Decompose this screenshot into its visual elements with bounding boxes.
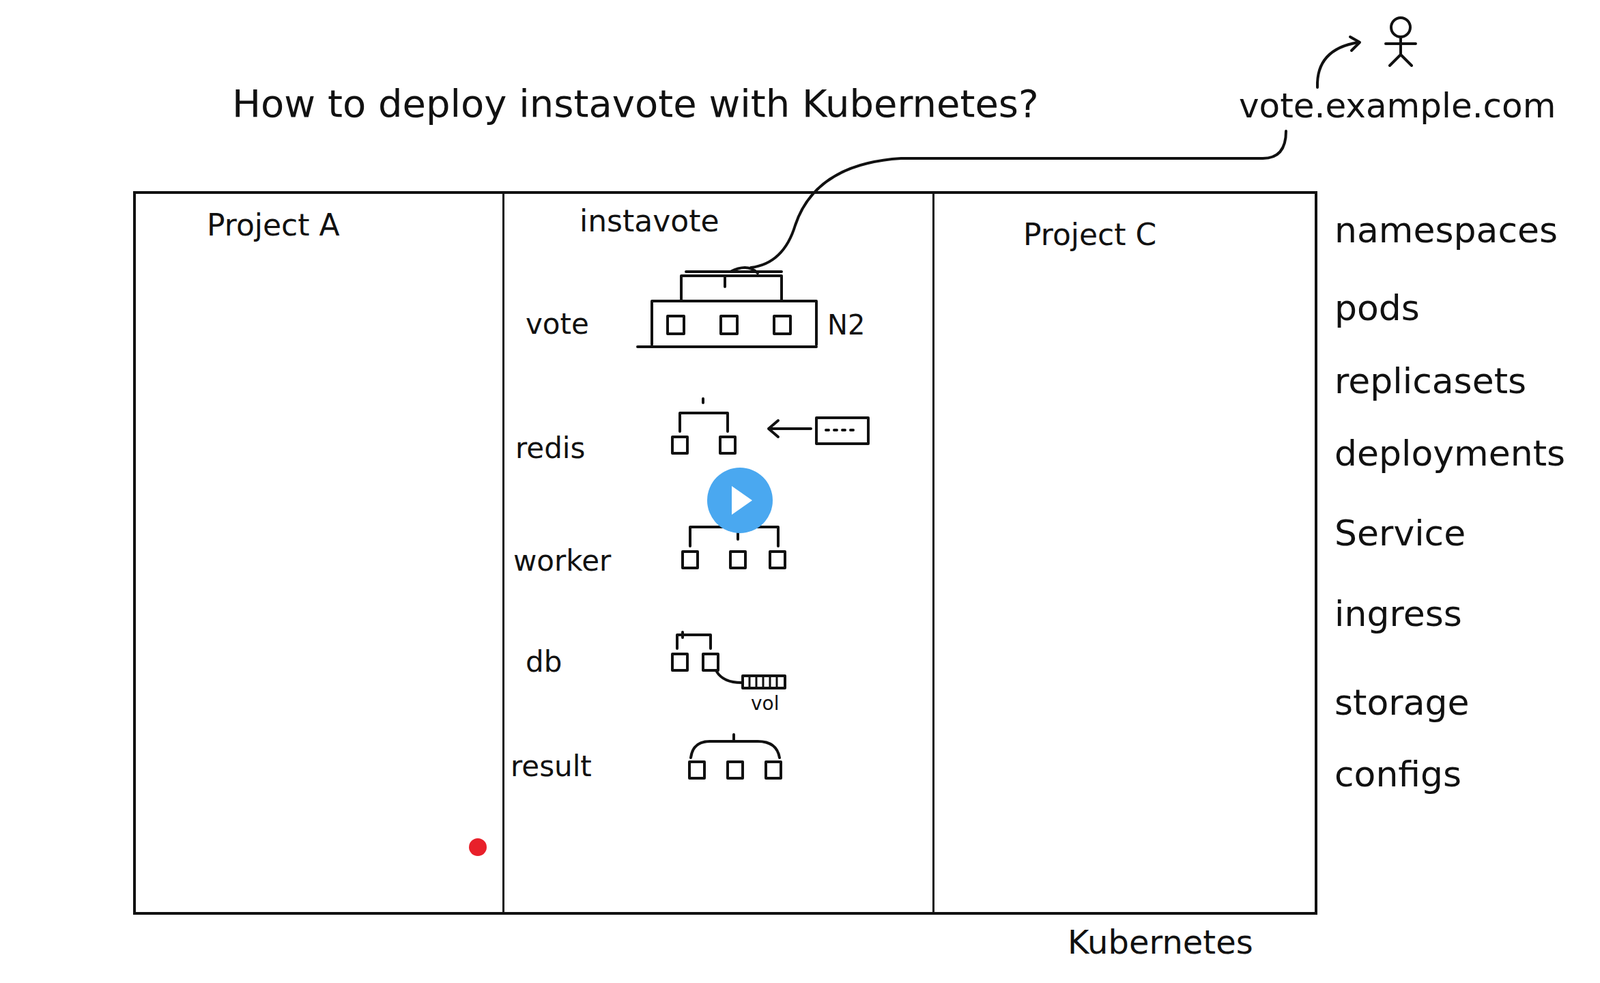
- service-bracket: [679, 398, 728, 432]
- pod-symbol: [720, 436, 736, 454]
- component-label: vote: [525, 307, 590, 342]
- pod-symbol: [672, 436, 688, 454]
- volume-line: [716, 671, 742, 683]
- client-box-dots: [825, 428, 859, 432]
- volume-box: [742, 675, 785, 689]
- pod-symbol: [667, 316, 684, 334]
- pod-symbol: [720, 316, 738, 334]
- person-body: [1385, 36, 1416, 66]
- namespace-column: Project A: [135, 193, 505, 912]
- pod-symbol: [689, 761, 705, 779]
- node-heading: instavote: [579, 203, 720, 240]
- node-heading: Project A: [206, 207, 340, 244]
- cluster-frame: KubernetesProject AinstavoteProject C: [133, 191, 1318, 915]
- node-heading: Project C: [1023, 217, 1157, 254]
- domain-label: vote.example.com: [1238, 85, 1556, 127]
- pod-symbol: [727, 761, 743, 779]
- concept-label: Service: [1334, 511, 1466, 555]
- pod-symbol: [730, 551, 746, 568]
- client-box: [816, 417, 869, 444]
- pod-symbol: [703, 653, 719, 671]
- namespace-column: Project C: [933, 193, 1315, 912]
- arrow: [768, 420, 811, 437]
- pod-symbol: [682, 551, 698, 568]
- person-head: [1391, 17, 1411, 37]
- node-heading: Kubernetes: [1067, 922, 1254, 963]
- ingress-line: [750, 131, 1287, 268]
- play-icon: [731, 486, 753, 515]
- play-button: [707, 467, 773, 534]
- concept-label: storage: [1334, 681, 1470, 724]
- deployment-box: [637, 301, 817, 347]
- concept-label: configs: [1334, 752, 1462, 796]
- component-label: redis: [515, 431, 585, 466]
- person-arrow-head: [1350, 36, 1360, 51]
- pod-symbol: [765, 761, 781, 779]
- replica-count: N2: [827, 308, 865, 342]
- volume-label: vol: [750, 692, 779, 716]
- service-bracket: [690, 734, 780, 758]
- cursor-dot: [468, 838, 487, 856]
- service-bracket: [677, 632, 711, 649]
- concept-label: replicasets: [1334, 359, 1527, 403]
- pod-symbol: [672, 653, 688, 671]
- component-label: worker: [513, 544, 611, 579]
- concept-label: namespaces: [1334, 208, 1558, 252]
- diagram-title: How to deploy instavote with Kubernetes?: [232, 80, 1039, 127]
- component-label: db: [525, 645, 562, 680]
- concept-label: deployments: [1334, 432, 1566, 475]
- volume-hatch: [749, 677, 777, 687]
- component-label: result: [510, 749, 592, 784]
- concept-label: pods: [1334, 286, 1420, 330]
- pod-symbol: [774, 316, 791, 334]
- service-bracket: [681, 267, 782, 302]
- pod-symbol: [769, 551, 785, 568]
- concept-label: ingress: [1334, 592, 1463, 635]
